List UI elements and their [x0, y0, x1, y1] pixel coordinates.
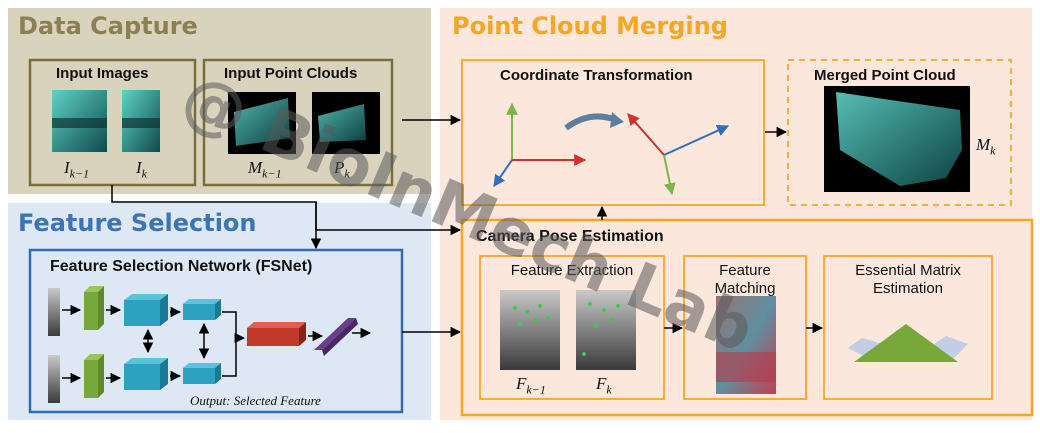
point-cloud-detail [318, 104, 366, 142]
merged-point-cloud-box [787, 59, 1012, 206]
feature-selection-title: Feature Selection [18, 209, 257, 237]
feature-matching-title-line-1: Feature [719, 262, 771, 279]
feature-label-k: Fk [596, 374, 612, 397]
source-coordinate-frame [493, 102, 587, 187]
essential-matrix-title-line-1: Essential Matrix [855, 262, 961, 279]
essential-matrix-title-line-2: Estimation [872, 280, 944, 297]
feature-matching-title-line-2: Matching [714, 280, 776, 297]
conv-block-bottom-1 [84, 354, 104, 398]
feature-frame-k-minus-1 [500, 290, 560, 370]
conv-block-top-1 [84, 286, 104, 330]
data-capture-title: Data Capture [18, 12, 198, 40]
image-detail [122, 118, 160, 128]
feature-label-k-minus-1: Fk−1 [516, 374, 546, 397]
fsnet-title: Feature Selection Network (FSNet) [50, 258, 313, 275]
feature-block-top-1 [124, 294, 168, 326]
essential-matrix-box [823, 255, 993, 400]
input-images-title: Input Images [56, 65, 149, 82]
point-cloud-label-p: Pk [334, 158, 350, 181]
merged-cloud-label: Mk [976, 135, 996, 158]
network-input-image-top [48, 288, 60, 336]
feature-points [582, 302, 620, 356]
feature-points [513, 304, 550, 326]
rotation-arrow-head [610, 112, 624, 128]
fsnet-network-graphic [48, 286, 372, 403]
feature-block-top-2 [183, 299, 221, 320]
fsnet-box [28, 248, 404, 414]
epipolar-geometry-graphic [848, 324, 968, 362]
merged-cloud-detail [836, 92, 962, 186]
output-block [314, 318, 358, 356]
matching-detail [716, 352, 776, 382]
fsnet-output-label: Output: Selected Feature [190, 393, 321, 408]
point-cloud-merging-title: Point Cloud Merging [452, 12, 728, 40]
feature-block-bottom-1 [124, 358, 168, 390]
coordinate-transformation-title: Coordinate Transformation [500, 67, 693, 84]
network-input-image-bottom [48, 355, 60, 403]
network-merge-line [222, 311, 237, 338]
point-cloud-detail [234, 98, 290, 146]
input-point-clouds-title: Input Point Clouds [224, 65, 358, 82]
input-point-clouds-box [202, 58, 394, 187]
camera-pose-estimation-title: Camera Pose Estimation [476, 228, 664, 245]
point-cloud-label-m: Mk−1 [248, 158, 282, 181]
feature-frame-k [576, 290, 636, 370]
camera-pose-estimation-box [460, 218, 1034, 417]
image-label-k: Ik [136, 158, 147, 181]
target-coordinate-frame [627, 113, 730, 196]
network-merge-line [222, 332, 246, 377]
merged-point-cloud-title: Merged Point Cloud [814, 67, 956, 84]
fusion-block [247, 322, 306, 346]
feature-extraction-title: Feature Extraction [510, 262, 634, 279]
image-label-k-minus-1: Ik−1 [64, 158, 90, 181]
feature-block-bottom-2 [183, 363, 221, 384]
image-detail [52, 118, 107, 128]
coordinate-transformation-box [461, 59, 765, 206]
